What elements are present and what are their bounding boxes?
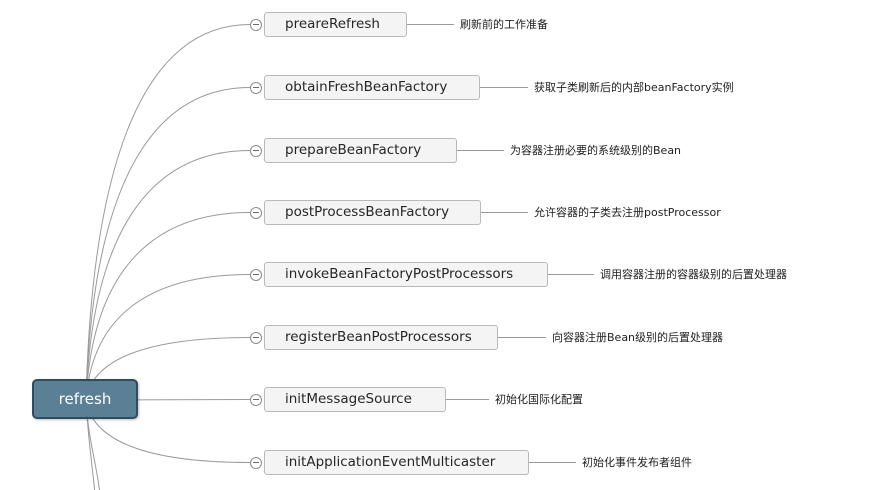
node-description: 允许容器的子类去注册postProcessor <box>534 205 721 219</box>
connector-root-to-node-0 <box>85 24 251 401</box>
node-preareRefresh[interactable]: preareRefresh <box>264 12 407 37</box>
root-node-label: refresh <box>58 390 112 408</box>
node-initMessageSource[interactable]: initMessageSource <box>264 387 446 412</box>
node-label: registerBeanPostProcessors <box>285 329 472 345</box>
node-postProcessBeanFactory[interactable]: postProcessBeanFactory <box>264 200 481 225</box>
collapse-minus-icon[interactable] <box>250 81 262 94</box>
node-label: prepareBeanFactory <box>285 142 422 158</box>
node-label: invokeBeanFactoryPostProcessors <box>285 266 514 282</box>
collapse-minus-icon[interactable] <box>250 18 262 31</box>
connector-root-to-node-4 <box>85 274 251 401</box>
node-prepareBeanFactory[interactable]: prepareBeanFactory <box>264 138 457 163</box>
connector-root-to-node-3 <box>85 212 251 401</box>
collapse-minus-icon[interactable] <box>250 144 262 157</box>
collapse-minus-icon[interactable] <box>250 456 262 469</box>
node-registerBeanPostProcessors[interactable]: registerBeanPostProcessors <box>264 325 498 350</box>
node-description: 刷新前的工作准备 <box>460 17 548 31</box>
connector-root-to-node-1 <box>85 87 251 401</box>
node-invokeBeanFactoryPostProcessors[interactable]: invokeBeanFactoryPostProcessors <box>264 262 548 287</box>
node-description: 调用容器注册的容器级别的后置处理器 <box>600 267 787 281</box>
node-label: preareRefresh <box>285 16 380 32</box>
node-description: 向容器注册Bean级别的后置处理器 <box>552 330 724 344</box>
node-label: initApplicationEventMulticaster <box>285 454 496 470</box>
connector-root-to-node-2 <box>85 150 251 401</box>
node-description: 初始化国际化配置 <box>495 392 583 406</box>
node-description: 为容器注册必要的系统级别的Bean <box>510 143 682 157</box>
node-description: 初始化事件发布者组件 <box>582 455 692 469</box>
node-obtainFreshBeanFactory[interactable]: obtainFreshBeanFactory <box>264 75 480 100</box>
node-label: postProcessBeanFactory <box>285 204 450 220</box>
node-description: 获取子类刷新后的内部beanFactory实例 <box>534 80 734 94</box>
root-node-refresh[interactable]: refresh <box>32 379 138 419</box>
collapse-minus-icon[interactable] <box>250 331 262 344</box>
node-label: obtainFreshBeanFactory <box>285 79 448 95</box>
node-initApplicationEventMulticaster[interactable]: initApplicationEventMulticaster <box>264 450 529 475</box>
collapse-minus-icon[interactable] <box>250 206 262 219</box>
collapse-minus-icon[interactable] <box>250 393 262 406</box>
node-label: initMessageSource <box>285 391 412 407</box>
collapse-minus-icon[interactable] <box>250 268 262 281</box>
